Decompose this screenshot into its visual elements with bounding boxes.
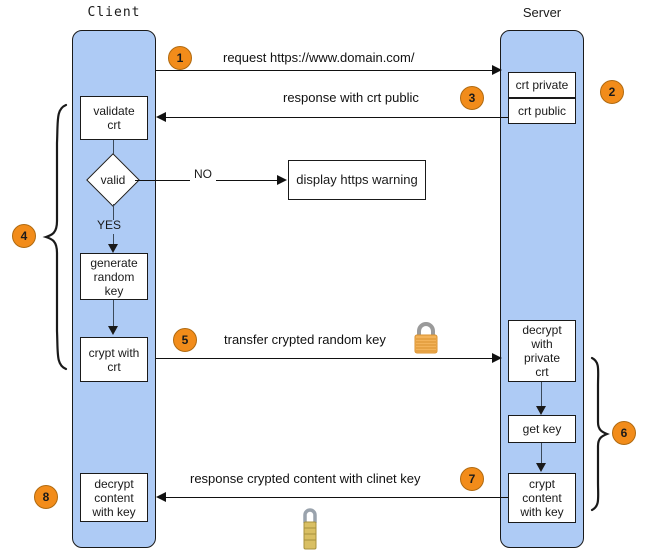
branch-no-arrowhead xyxy=(277,175,287,185)
crypt-with-crt-line-1: crypt with xyxy=(88,345,140,360)
branch-yes-line-top xyxy=(113,204,114,220)
message-label-5: transfer crypted random key xyxy=(224,332,386,347)
message-arrowhead-1 xyxy=(492,65,502,75)
step-badge-6: 6 xyxy=(612,421,636,445)
process-box-crt-private: crt private xyxy=(508,72,576,98)
message-label-3: response with crt public xyxy=(283,90,419,105)
message-arrowhead-5 xyxy=(492,353,502,363)
decision-valid: valid xyxy=(86,153,140,207)
crypt-content-line-3: with key xyxy=(520,505,564,519)
branch-yes-arrowhead xyxy=(108,244,118,253)
process-box-generate-random-key: generate random key xyxy=(80,253,148,300)
message-label-7: response crypted content with clinet key xyxy=(190,471,421,486)
brace-step-4 xyxy=(40,103,70,378)
crypt-content-line-2: content xyxy=(522,491,562,505)
connector-validate-to-valid xyxy=(113,140,114,160)
decrypt-private-line-3: private xyxy=(523,351,560,365)
process-box-display-https-warning: display https warning xyxy=(288,160,426,200)
message-line-1 xyxy=(156,70,500,71)
actor-label-server: Server xyxy=(522,5,562,20)
step-badge-1: 1 xyxy=(168,46,192,70)
branch-yes-label: YES xyxy=(97,218,122,232)
message-line-3 xyxy=(166,117,508,118)
message-line-7 xyxy=(166,497,508,498)
step-badge-8: 8 xyxy=(34,485,58,509)
step-badge-7: 7 xyxy=(460,467,484,491)
process-box-crypt-with-crt: crypt with crt xyxy=(80,337,148,382)
padlock-icon xyxy=(410,320,442,361)
connector-getkey-to-crypt-arrowhead xyxy=(536,463,546,472)
process-box-decrypt-content-with-key: decrypt content with key xyxy=(80,473,148,522)
connector-decrypt-to-getkey-arrowhead xyxy=(536,406,546,415)
message-arrowhead-3 xyxy=(156,112,166,122)
display-https-warning-label: display https warning xyxy=(296,172,418,187)
validate-crt-line-1: validate xyxy=(93,104,135,118)
generate-random-key-line-2: random xyxy=(93,269,135,284)
connector-getkey-to-crypt xyxy=(541,443,542,465)
connector-generate-to-crypt xyxy=(113,300,114,328)
branch-yes-line-bottom xyxy=(113,234,114,246)
validate-crt-line-2: crt xyxy=(107,118,121,132)
step-badge-2: 2 xyxy=(600,80,624,104)
crt-public-label: crt public xyxy=(517,104,567,118)
step-badge-4: 4 xyxy=(12,224,36,248)
step-badge-3: 3 xyxy=(460,86,484,110)
process-box-decrypt-with-private-crt: decrypt with private crt xyxy=(508,320,576,382)
process-box-validate-crt: validate crt xyxy=(80,96,148,140)
combination-padlock-icon xyxy=(296,503,324,558)
get-key-label: get key xyxy=(522,422,562,436)
decrypt-private-line-4: crt xyxy=(535,365,549,379)
crypt-with-crt-line-2: crt xyxy=(107,359,121,374)
decrypt-content-line-3: with key xyxy=(92,504,136,519)
generate-random-key-line-3: key xyxy=(104,283,124,298)
connector-decrypt-to-getkey xyxy=(541,382,542,408)
decrypt-private-line-1: decrypt xyxy=(522,323,562,337)
process-box-get-key: get key xyxy=(508,415,576,443)
decrypt-content-line-2: content xyxy=(94,490,134,505)
crt-private-label: crt private xyxy=(515,78,569,92)
process-box-crt-public: crt public xyxy=(508,98,576,124)
branch-no-label: NO xyxy=(190,167,216,181)
brace-step-6 xyxy=(588,356,612,517)
decision-valid-label: valid xyxy=(100,173,126,187)
decrypt-private-line-2: with xyxy=(531,337,553,351)
generate-random-key-line-1: generate xyxy=(90,255,138,270)
crypt-content-line-1: crypt xyxy=(528,477,555,491)
connector-generate-to-crypt-arrowhead xyxy=(108,326,118,335)
message-arrowhead-7 xyxy=(156,492,166,502)
decrypt-content-line-1: decrypt xyxy=(94,476,134,491)
step-badge-5: 5 xyxy=(173,328,197,352)
process-box-crypt-content-with-key: crypt content with key xyxy=(508,473,576,523)
actor-label-client: Client xyxy=(87,5,141,20)
message-line-5 xyxy=(156,358,500,359)
message-label-1: request https://www.domain.com/ xyxy=(223,50,415,65)
